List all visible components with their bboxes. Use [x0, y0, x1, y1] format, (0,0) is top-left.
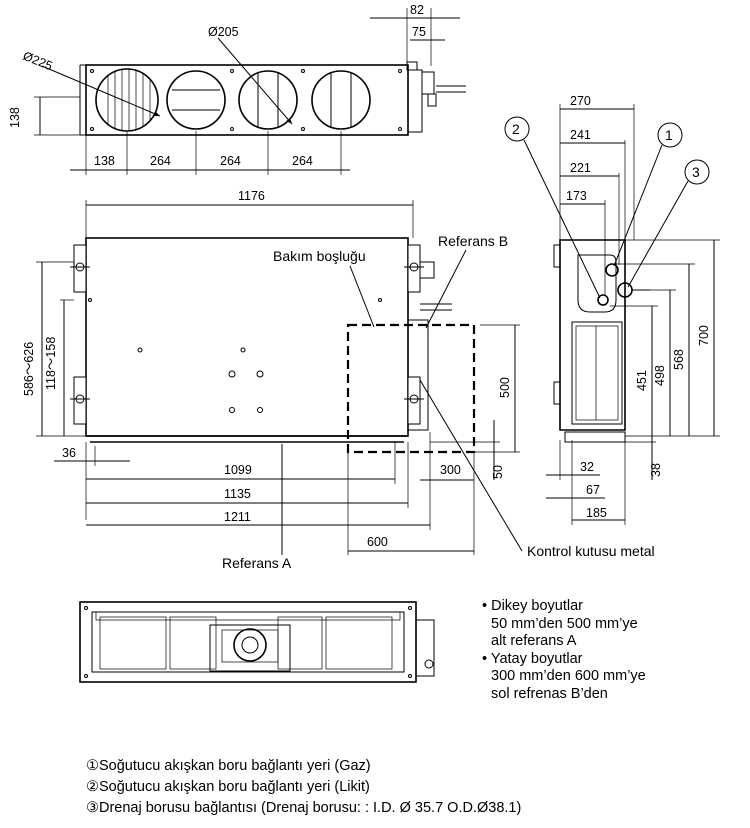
label-ref-a: Referans A	[222, 555, 292, 571]
dim-d568: 568	[672, 349, 686, 370]
legend-item-1: ①Soğutucu akışkan boru bağlantı yeri (Ga…	[86, 758, 371, 774]
dim-d1176: 1176	[238, 189, 265, 203]
bottom-view	[79, 601, 435, 683]
callout-2-text: 2	[512, 121, 520, 137]
front-view-body	[85, 237, 409, 437]
note-line-2: 50 mm’den 500 mm’ye	[491, 615, 638, 632]
dim-d221: 221	[570, 161, 591, 175]
hanger-bracket-left-bottom	[70, 376, 90, 425]
front-view: 1176	[22, 189, 655, 571]
dim-d36: 36	[62, 446, 76, 460]
dim-d270: 270	[570, 94, 591, 108]
note-line-4: Yatay boyutlar	[490, 650, 583, 667]
dim-d264c: 264	[292, 154, 313, 168]
label-kontrol: Kontrol kutusu metal	[527, 543, 655, 559]
dim-d67: 67	[586, 483, 600, 497]
callout-2	[504, 116, 530, 142]
dim-d173: 173	[566, 189, 587, 203]
dim-d241: 241	[570, 128, 591, 142]
dim-d138v: 138	[8, 107, 22, 128]
dim-d498: 498	[653, 365, 667, 386]
dim-d32: 32	[580, 460, 594, 474]
dim-d75: 75	[412, 25, 426, 39]
dim-d700: 700	[697, 325, 711, 346]
fan-grille-3	[238, 70, 298, 130]
dim-d1099: 1099	[224, 463, 252, 477]
callout-1	[657, 122, 683, 148]
top-view: Ø225 Ø205 82 75 138 138 264 264 264	[8, 3, 466, 175]
dim-d451: 451	[635, 370, 649, 391]
legend-item-2: ②Soğutucu akışkan boru bağlantı yeri (Li…	[86, 779, 370, 795]
dim-d50: 50	[491, 465, 505, 479]
dim-d600: 600	[367, 535, 388, 549]
fan-grille-2	[166, 70, 226, 130]
dim-d225: Ø225	[21, 49, 55, 73]
dim-d1211: 1211	[224, 510, 251, 524]
hanger-bracket-right-bottom	[404, 376, 424, 425]
top-view-body	[85, 64, 409, 136]
dim-d300: 300	[440, 463, 461, 477]
hanger-bracket-left-top	[70, 244, 90, 293]
label-bakim: Bakım boşluğu	[273, 248, 366, 264]
fan-grille-4	[311, 70, 371, 130]
dim-d138: 138	[94, 154, 115, 168]
fan-grille-1	[95, 68, 159, 132]
dim-d118: 118～158	[44, 337, 58, 390]
side-view-body	[559, 239, 626, 431]
label-ref-b: Referans B	[438, 233, 508, 249]
dim-d185: 185	[586, 506, 607, 520]
note-line-6: sol refrenas B’den	[491, 685, 608, 702]
note-line-1: Dikey boyutlar	[491, 598, 583, 614]
legend-item-3: ③Drenaj borusu bağlantısı (Drenaj borusu…	[86, 800, 522, 816]
callout-3	[684, 159, 710, 185]
dim-d82: 82	[410, 3, 424, 17]
note-line-3: alt referans A	[491, 633, 577, 650]
dim-d264a: 264	[150, 154, 171, 168]
fan-motor	[209, 624, 291, 672]
dim-d205: Ø205	[208, 25, 239, 39]
hanger-bracket-right-top	[404, 244, 424, 293]
dim-d500: 500	[498, 377, 512, 398]
dim-d1135: 1135	[224, 487, 251, 501]
legend: ①Soğutucu akışkan boru bağlantı yeri (Ga…	[86, 756, 521, 819]
note-line-5: 300 mm’den 600 mm’ye	[491, 668, 646, 685]
liquid-pipe-connection	[597, 294, 609, 306]
bottom-view-body	[79, 601, 417, 683]
dim-d586: 586～626	[22, 342, 36, 396]
dim-d38: 38	[649, 463, 663, 477]
dim-d264b: 264	[220, 154, 241, 168]
maintenance-space	[346, 323, 476, 454]
notes: • Dikey boyutlar 50 mm’den 500 mm’ye alt…	[482, 598, 742, 704]
callout-1-text: 1	[665, 127, 673, 143]
control-box	[407, 319, 429, 431]
side-view: 2 1 3 270 241 221 173 700 568 498 4	[504, 94, 720, 525]
callout-3-text: 3	[692, 164, 700, 180]
note-horizontal-title: • Yatay boyutlar	[482, 650, 583, 667]
note-vertical-title: • Dikey boyutlar	[482, 598, 583, 614]
